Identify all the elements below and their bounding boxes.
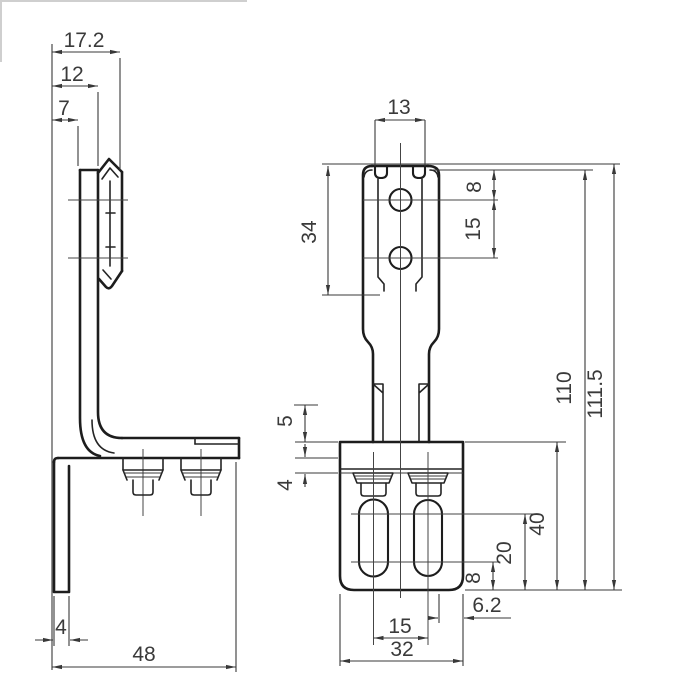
dim-label-5: 5	[274, 415, 297, 427]
dim-label-12: 12	[60, 63, 83, 86]
dim-label-13: 13	[387, 96, 410, 119]
dim-step-height: 5	[274, 405, 308, 442]
side-view-outline	[52, 157, 241, 594]
page-border-artifact	[0, 0, 247, 62]
dim-slot-pitch: 15	[373, 615, 428, 641]
dim-base-height: 40	[526, 442, 560, 590]
dim-label-48: 48	[132, 643, 155, 666]
dim-label-8-holes: 8	[463, 181, 486, 193]
dim-label-4-step: 4	[274, 479, 297, 491]
dim-foot-thickness: 4	[35, 616, 88, 643]
dim-label-15-slots: 15	[388, 615, 411, 638]
dim-hole-pitch: 15	[462, 200, 497, 258]
dim-label-111-5: 111.5	[584, 369, 607, 418]
dim-leg-back-offset: 12	[52, 63, 98, 89]
dim-base-width: 32	[340, 638, 463, 664]
dim-label-4-foot: 4	[55, 616, 67, 639]
dim-plate-thickness: 4	[274, 444, 308, 491]
dim-overall-height: 111.5	[584, 164, 617, 590]
dim-label-32: 32	[390, 638, 413, 661]
dim-slot-upper-center: 20	[493, 514, 528, 590]
dim-height-to-fold: 110	[553, 170, 588, 590]
dim-label-17-2: 17.2	[64, 29, 105, 52]
front-view-outline	[338, 143, 533, 645]
dim-slot-lower-center: 8	[462, 562, 496, 590]
dim-tab-width: 13	[375, 96, 425, 123]
dim-label-8-slot: 8	[462, 572, 485, 584]
dim-label-34: 34	[298, 220, 321, 244]
dim-leg-front-offset: 7	[52, 97, 78, 123]
dim-hole-top-offset: 8	[463, 170, 497, 200]
dim-label-6-2: 6.2	[472, 594, 501, 617]
dim-slot-edge-margin: 6.2	[428, 594, 511, 621]
dimensions: 17.2 12 7 4 48 13 34 8	[35, 29, 622, 672]
dim-base-depth: 48	[52, 643, 236, 670]
dim-tab-height: 34	[298, 166, 331, 295]
dim-label-20: 20	[493, 541, 516, 564]
dim-overall-depth: 17.2	[52, 29, 120, 55]
dim-label-40: 40	[526, 512, 549, 535]
extension-lines	[51, 44, 622, 672]
dim-label-110: 110	[553, 371, 576, 404]
dim-label-7: 7	[58, 97, 70, 120]
dim-label-15-holes: 15	[462, 217, 485, 240]
